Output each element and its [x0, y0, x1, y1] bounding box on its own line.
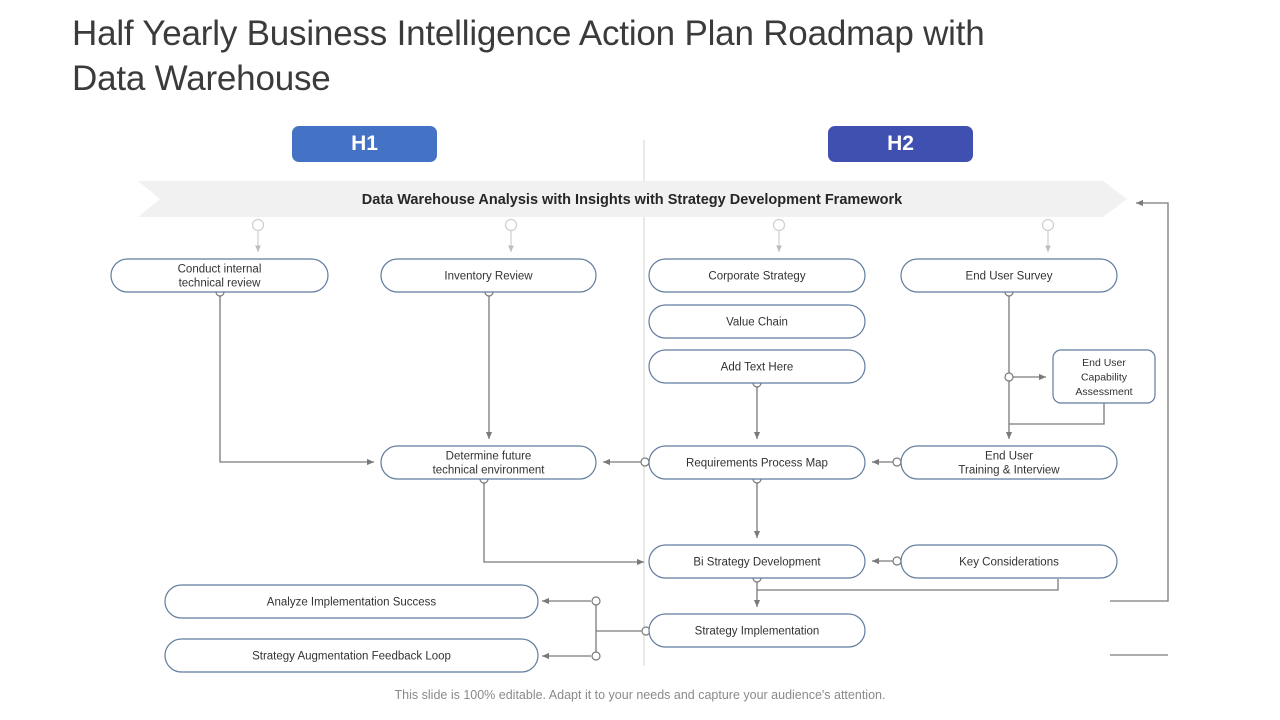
period-badge-h1[interactable]: H1	[292, 126, 437, 162]
node-label: Key Considerations	[959, 557, 1059, 569]
node-key-considerations[interactable]: Key Considerations	[900, 544, 1118, 579]
node-strategy-implementation[interactable]: Strategy Implementation	[648, 613, 866, 648]
banner-label: Data Warehouse Analysis with Insights wi…	[362, 192, 903, 208]
connector-determine-to-bistrategy	[483, 480, 644, 566]
top-stub-end-user-survey	[1041, 218, 1055, 252]
node-label: Strategy Augmentation Feedback Loop	[252, 651, 451, 663]
connector-conduct-to-determine	[219, 293, 374, 466]
node-label: End User Survey	[966, 271, 1053, 283]
top-stub-conduct-internal-technical-review	[251, 218, 265, 252]
connector-key-to-implementation	[757, 579, 1059, 591]
node-inventory-review[interactable]: Inventory Review	[380, 258, 597, 293]
node-label: Strategy Implementation	[695, 626, 820, 638]
period-badge-h1-label: H1	[351, 132, 378, 155]
node-add-text-here[interactable]: Add Text Here	[648, 349, 866, 384]
connectors	[215, 199, 1169, 661]
node-label: Analyze Implementation Success	[267, 597, 437, 609]
period-badge-h2-label: H2	[887, 132, 914, 155]
node-corporate-strategy[interactable]: Corporate Strategy	[648, 258, 866, 293]
node-label: Inventory Review	[444, 271, 533, 283]
node-label: Corporate Strategy	[708, 271, 805, 283]
node-label: Add Text Here	[721, 362, 794, 374]
connector-return-loop	[1110, 199, 1169, 602]
node-strategy-augmentation-feedback-loop[interactable]: Strategy Augmentation Feedback Loop	[164, 638, 539, 673]
node-label: Requirements Process Map	[686, 458, 828, 470]
footer-note: This slide is 100% editable. Adapt it to…	[394, 688, 886, 702]
top-stub-connectors	[251, 218, 1055, 252]
period-badge-h2[interactable]: H2	[828, 126, 973, 162]
page-title: Half Yearly Business Intelligence Action…	[72, 14, 985, 98]
node-requirements-process-map[interactable]: Requirements Process Map	[648, 445, 866, 480]
banner-shape	[138, 181, 1127, 217]
top-stub-corporate-strategy	[772, 218, 786, 252]
node-end-user-survey[interactable]: End User Survey	[900, 258, 1118, 293]
node-label: Bi Strategy Development	[693, 557, 821, 569]
node-label: Value Chain	[726, 317, 788, 329]
connector-capability-return	[1009, 403, 1105, 425]
node-value-chain[interactable]: Value Chain	[648, 304, 866, 339]
node-analyze-implementation-success[interactable]: Analyze Implementation Success	[164, 584, 539, 619]
framework-banner: Data Warehouse Analysis with Insights wi…	[138, 181, 1127, 217]
top-stub-inventory-review	[504, 218, 518, 252]
node-bi-strategy-development[interactable]: Bi Strategy Development	[648, 544, 866, 579]
